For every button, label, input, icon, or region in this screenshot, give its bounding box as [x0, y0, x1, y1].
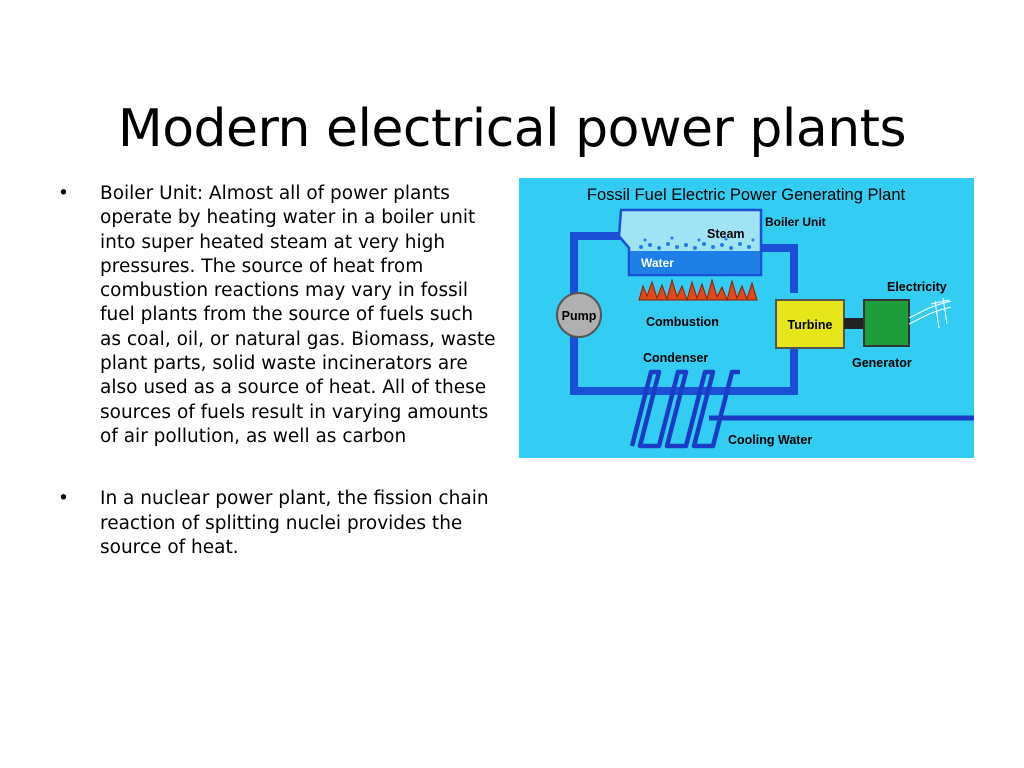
flame-icon [638, 278, 758, 302]
bullet-text: Boiler Unit: Almost all of power plants … [100, 183, 496, 447]
steam-label: Steam [707, 227, 745, 241]
bullet-icon: • [58, 488, 69, 510]
water-pipe [570, 232, 798, 395]
bullet-text: In a nuclear power plant, the fission ch… [100, 488, 489, 558]
generator-icon [863, 299, 910, 347]
bullet-item: • In a nuclear power plant, the fission … [58, 487, 498, 560]
boiler-water [630, 251, 760, 274]
boiler-unit: Steam Water [617, 208, 763, 277]
power-plant-diagram: Fossil Fuel Electric Power Generating Pl… [519, 178, 974, 458]
cooling-water-label: Cooling Water [728, 433, 812, 447]
power-line-icon [908, 297, 952, 329]
electricity-label: Electricity [887, 280, 947, 294]
boiler-unit-label: Boiler Unit [765, 215, 826, 229]
pump-label: Pump [562, 309, 597, 323]
combustion-label: Combustion [646, 315, 719, 329]
condenser-label: Condenser [643, 351, 708, 365]
turbine-label: Turbine [788, 318, 833, 332]
shaft [844, 318, 864, 329]
pump-icon [556, 292, 602, 338]
bullet-icon: • [58, 183, 69, 204]
bullet-list: • Boiler Unit: Almost all of power plant… [58, 182, 498, 598]
steam-bubbles [639, 236, 755, 250]
diagram-title: Fossil Fuel Electric Power Generating Pl… [587, 186, 906, 204]
steam-pipe [759, 244, 798, 293]
bullet-item: • Boiler Unit: Almost all of power plant… [58, 182, 498, 449]
condenser-coil-icon [629, 369, 740, 449]
generator-label: Generator [852, 356, 912, 370]
slide-title: Modern electrical power plants [117, 98, 907, 159]
water-label: Water [641, 256, 674, 270]
